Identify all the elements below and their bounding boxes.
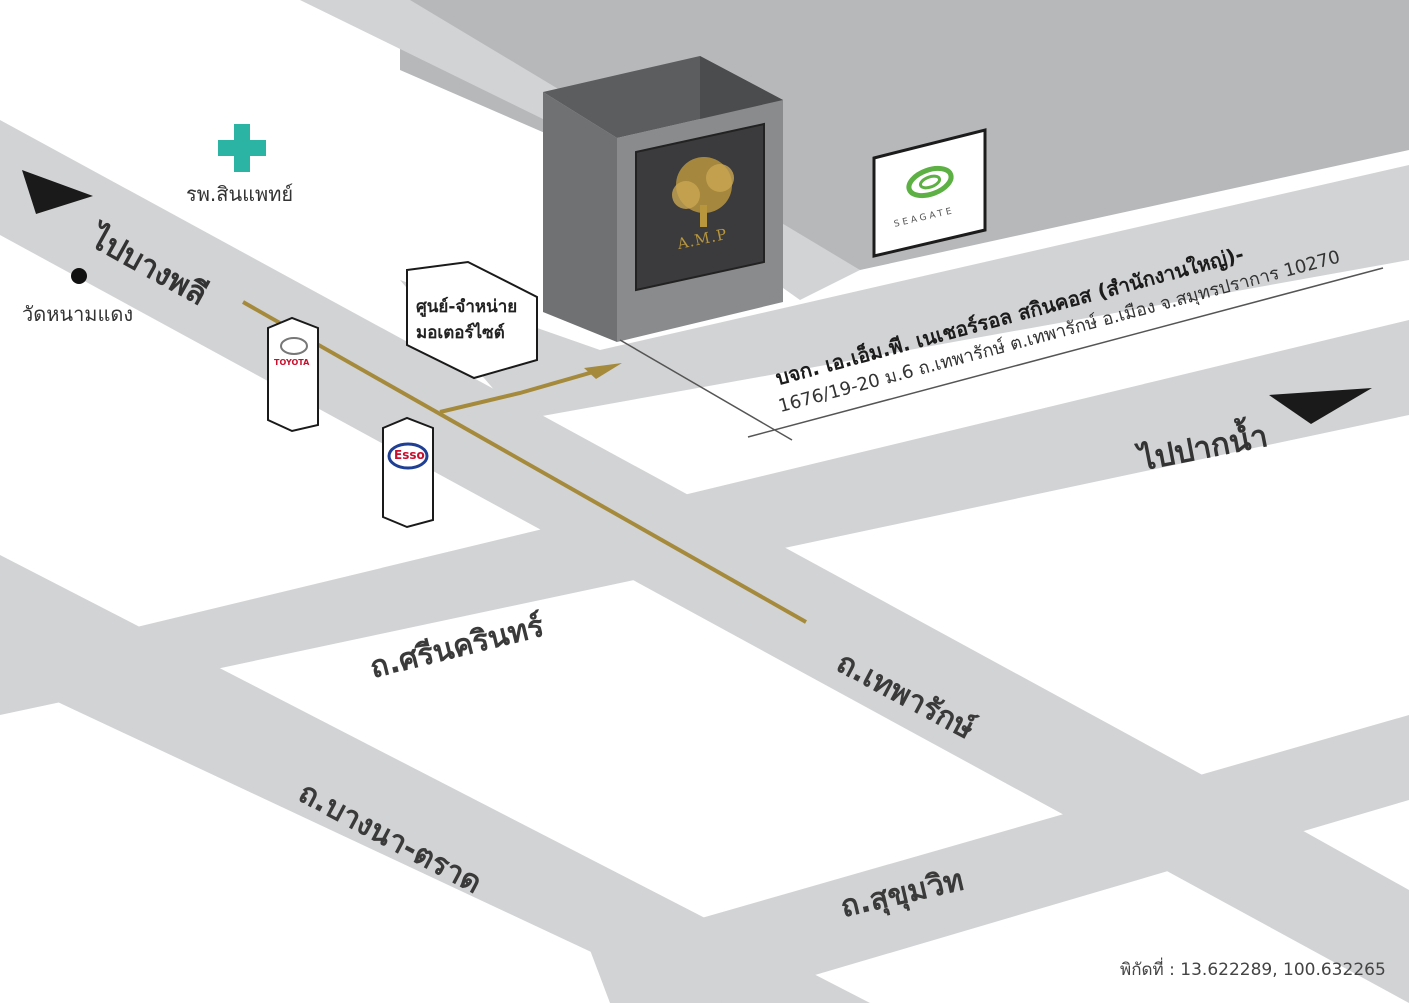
road-soi	[400, 165, 1409, 420]
toyota-label: TOYOTA	[274, 358, 310, 367]
esso-logo-icon	[387, 442, 429, 470]
hospital-label: รพ.สินแพทย์	[186, 182, 294, 206]
road-bangna-trat	[0, 555, 870, 1003]
road-sukhumvit	[590, 715, 1409, 1003]
toyota-pylon	[267, 316, 319, 433]
motorcycle-center-label: ศูนย์-จำหน่าย มอเตอร์ไซต์	[416, 294, 517, 346]
road-srinakarin	[0, 320, 1409, 715]
route-line	[242, 300, 807, 624]
hospital-cross-icon	[218, 124, 266, 172]
address-underline	[747, 267, 1384, 438]
motorcycle-center-line1: ศูนย์-จำหน่าย	[416, 297, 518, 317]
arrow-pak-nam-icon	[1269, 388, 1372, 424]
esso-pylon	[382, 416, 434, 529]
arrow-bang-phli-icon	[22, 170, 93, 214]
coordinates-label: พิกัดที่ : 13.622289, 100.632265	[1120, 960, 1386, 980]
building-front	[543, 92, 617, 342]
temple-label: วัดหนามแดง	[22, 302, 134, 326]
esso-label: Esso	[394, 448, 425, 462]
seagate-logo-icon	[906, 165, 954, 199]
motorcycle-center-sign	[406, 260, 538, 380]
toyota-logo-icon	[280, 337, 308, 355]
address-leader-line	[619, 339, 793, 441]
temple-dot-icon	[71, 268, 87, 284]
route-arrow-icon	[584, 363, 622, 379]
amp-tree-icon	[672, 157, 734, 227]
motorcycle-center-line2: มอเตอร์ไซต์	[416, 323, 505, 343]
route-branch	[439, 368, 601, 414]
